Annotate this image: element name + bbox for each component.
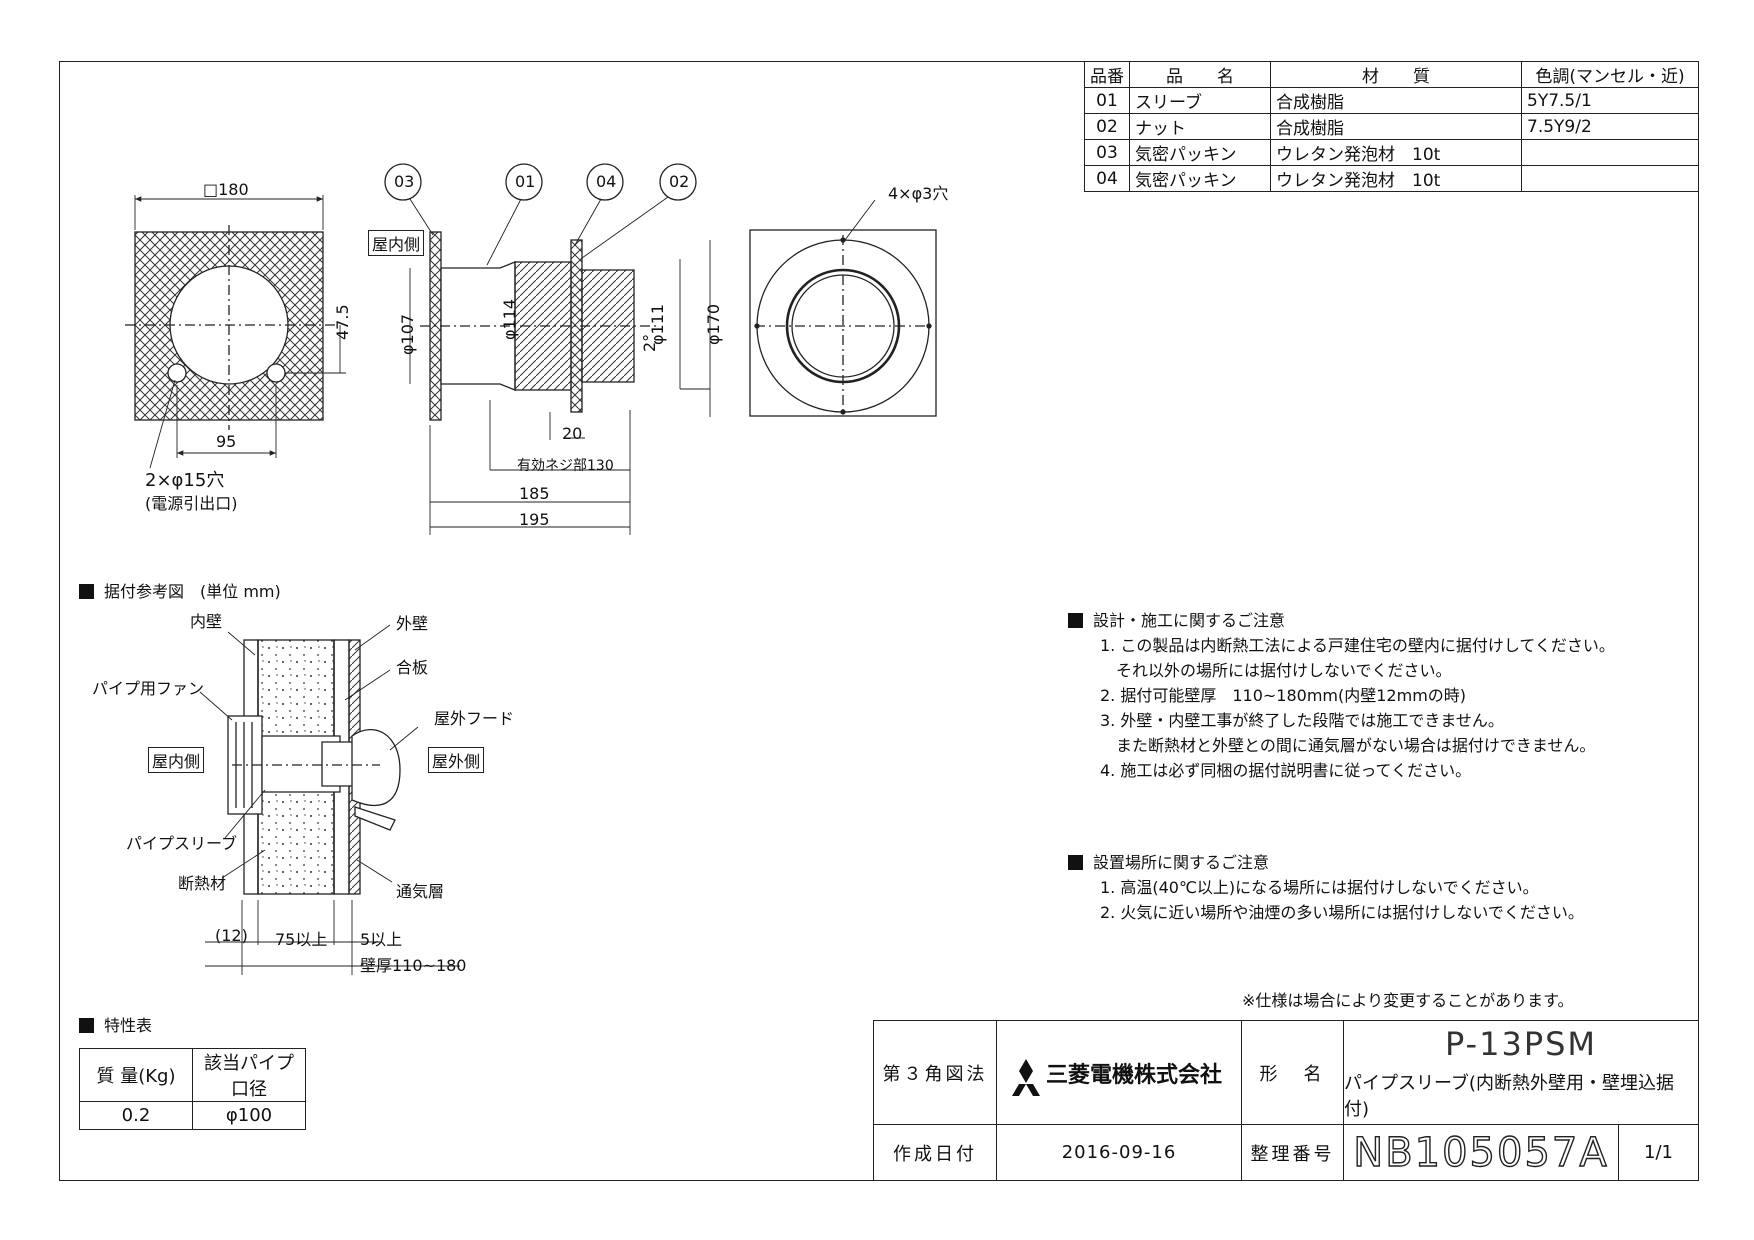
dim-angle: 2° [640,333,659,352]
design-item: 4. 施工は必ず同梱の据付説明書に従ってください。 [1100,761,1472,780]
design-item: 3. 外壁・内壁工事が終了した段階では施工できません。 [1100,711,1504,730]
date-label: 作成日付 [873,1124,997,1181]
label-plywood: 合板 [396,658,429,677]
spec-heading: 特性表 [79,1012,152,1036]
part-material: 合成樹脂 [1270,113,1522,140]
projection-method: 第３角図法 [873,1020,997,1125]
part-name: スリーブ [1129,87,1271,114]
place-item: 2. 火気に近い場所や油煙の多い場所には据付けしないでください。 [1100,903,1584,922]
table-row: 01 スリーブ 合成樹脂 5Y7.5/1 [1084,87,1699,114]
mitsubishi-logo-icon [1012,1059,1040,1096]
dim-d75: 75以上 [275,930,328,949]
place-heading: 設置場所に関するご注意 [1068,850,1688,875]
label-inner-wall: 内壁 [190,612,223,631]
front-holes-note: 2×φ15穴 [145,470,225,491]
dim-thread: 有効ネジ部130 [517,458,614,474]
front-holes-sub: (電源引出口) [145,494,238,513]
dim-w20: 20 [562,424,583,443]
callout-04: 04 [596,172,617,191]
side-view [384,163,711,535]
label-pipe-fan: パイプ用ファン [92,679,205,698]
title-block: 第３角図法 三菱電機株式会社 形 名 P-13PSM パイプスリーブ(内断熱外壁… [873,1020,1699,1181]
design-item: 2. 据付可能壁厚 110~180mm(内壁12mmの時) [1100,686,1467,705]
model-description: パイプスリーブ(内断熱外壁用・壁埋込据付) [1344,1072,1674,1120]
dim-d114: φ114 [500,298,519,340]
part-name: 気密パッキン [1129,165,1271,192]
dim-d170: φ170 [704,303,723,345]
model-label: 形 名 [1241,1020,1344,1125]
label-outer-wall: 外壁 [396,614,429,633]
model-number: P-13PSM [1444,1024,1598,1063]
spec-table: 質 量(Kg) 該当パイプ口径 0.2 φ100 [79,1048,306,1130]
header-part-name: 品 名 [1129,61,1271,88]
dim-d5: 5以上 [360,930,403,949]
bullet-square-icon [79,1018,94,1033]
part-no: 02 [1084,113,1130,140]
design-heading: 設計・施工に関するご注意 [1068,608,1688,633]
part-material: ウレタン発泡材 10t [1270,139,1522,166]
install-heading: 据付参考図 (単位 mm) [79,578,281,602]
part-name: 気密パッキン [1129,139,1271,166]
parts-header-row: 品番 品 名 材 質 色調(マンセル・近) [1084,61,1699,88]
front-view [125,195,346,469]
label-air-layer: 通気層 [396,882,445,901]
spec-pipe: φ100 [192,1101,306,1130]
side-indoor-label: 屋内側 [368,230,425,256]
document-number: NB105057A [1343,1124,1619,1181]
creation-date: 2016-09-16 [996,1124,1242,1181]
model-cell: P-13PSM パイプスリーブ(内断熱外壁用・壁埋込据付) [1343,1020,1699,1125]
dim-thickness: 壁厚110~180 [360,956,467,975]
label-pipe-sleeve: パイプスリーブ [126,834,238,853]
spec-weight: 0.2 [79,1101,193,1130]
label-insulation: 断熱材 [178,874,227,893]
label-outdoor-hood: 屋外フード [434,709,515,728]
front-offset-dim: 47.5 [333,304,352,340]
doc-no-label: 整理番号 [1241,1124,1344,1181]
front-spacing-dim: 95 [216,432,237,451]
install-diagram [199,624,460,975]
design-notes: 設計・施工に関するご注意 1. この製品は内断熱工法による戸建住宅の壁内に据付け… [1068,608,1688,783]
callout-01: 01 [515,172,536,191]
label-outdoor: 屋外側 [428,747,485,773]
place-item: 1. 高温(40℃以上)になる場所には据付けしないでください。 [1100,878,1539,897]
spec-header-pipe: 該当パイプ口径 [192,1048,306,1102]
dim-d107: φ107 [398,313,417,355]
part-color: 5Y7.5/1 [1521,87,1699,114]
sheet-number: 1/1 [1618,1124,1699,1181]
part-no: 03 [1084,139,1130,166]
bullet-square-icon [1068,855,1083,870]
company-name: 三菱電機株式会社 [996,1020,1242,1125]
rear-holes-note: 4×φ3穴 [888,184,949,203]
callout-02: 02 [669,172,690,191]
parts-table: 品番 品 名 材 質 色調(マンセル・近) 01 スリーブ 合成樹脂 5Y7.5… [1084,61,1699,192]
place-notes: 設置場所に関するご注意 1. 高温(40℃以上)になる場所には据付けしないでくだ… [1068,850,1688,925]
spec-header-weight: 質 量(Kg) [79,1048,193,1102]
callout-03: 03 [394,172,415,191]
rear-view [749,199,937,417]
dim-d12: (12) [215,926,248,945]
bullet-square-icon [1068,613,1083,628]
design-item: また断熱材と外壁との間に通気層がない場合は据付けできません。 [1100,736,1596,755]
table-row: 質 量(Kg) 該当パイプ口径 [79,1048,306,1102]
spec-change-note: ※仕様は場合により変更することがあります。 [1242,991,1574,1010]
part-material: ウレタン発泡材 10t [1270,165,1522,192]
design-item: それ以外の場所には据付けしないでください。 [1100,661,1452,680]
design-item: 1. この製品は内断熱工法による戸建住宅の壁内に据付けしてください。 [1100,636,1615,655]
table-row: 04 気密パッキン ウレタン発泡材 10t [1084,165,1699,192]
bullet-square-icon [79,584,94,599]
dim-l195: 195 [519,510,550,529]
front-width-dim: □180 [203,180,249,199]
table-row: 0.2 φ100 [79,1101,306,1130]
label-indoor: 屋内側 [148,747,205,773]
dim-l185: 185 [519,484,550,503]
table-row: 03 気密パッキン ウレタン発泡材 10t [1084,139,1699,166]
part-color [1521,165,1699,192]
